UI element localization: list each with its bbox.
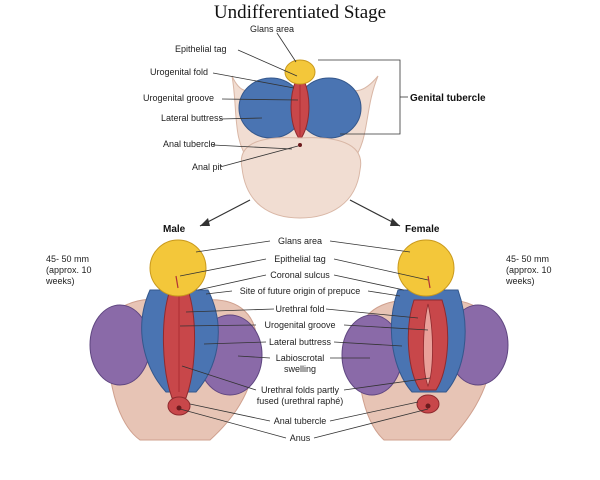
arrowhead-female	[390, 218, 400, 226]
label-b-urethral-raphe: fused (urethral raphé)	[257, 396, 344, 406]
svg-text:(approx. 10: (approx. 10	[506, 265, 552, 275]
heading-male: Male	[163, 224, 186, 235]
heading-female: Female	[405, 224, 440, 235]
leader-b-groove-l	[179, 324, 257, 327]
leader-b-buttress-l	[203, 341, 267, 345]
label-b-swelling: swelling	[284, 364, 316, 374]
leader-b-anal-tubercle-r	[329, 401, 419, 422]
label-b-labioscrotal: Labioscrotal	[276, 353, 325, 363]
label-genital-tubercle: Genital tubercle	[410, 93, 486, 104]
undifferentiated-illustration	[231, 59, 379, 219]
label-b-glans-area: Glans area	[278, 236, 322, 246]
glans-area	[284, 59, 316, 85]
leader-b-groove-r	[343, 324, 429, 331]
leader-b-anus-l	[179, 408, 287, 439]
label-lateral-buttress: Lateral buttress	[161, 113, 224, 123]
label-b-future-prepuce: Site of future origin of prepuce	[240, 286, 361, 296]
leader-b-fold-r	[325, 308, 419, 319]
diagram-title: Undifferentiated Stage	[214, 2, 386, 23]
svg-text:45- 50 mm: 45- 50 mm	[506, 254, 549, 264]
leader-b-raphe-r	[343, 377, 431, 391]
leader-b-anal-tubercle-l	[189, 403, 271, 422]
female-illustration	[341, 239, 509, 441]
label-anal-tubercle: Anal tubercle	[163, 139, 216, 149]
male-anus	[176, 405, 182, 411]
leader-anal-pit	[219, 145, 299, 168]
leader-b-glans-r	[329, 240, 411, 253]
label-b-anal-tubercle: Anal tubercle	[274, 416, 327, 426]
leader-b-prepuce-r	[367, 290, 401, 297]
leader-b-glans-l	[195, 240, 271, 253]
male-epithelial-tag	[175, 275, 179, 289]
female-epithelial-tag	[427, 275, 431, 289]
label-b-urethral-fold: Urethral fold	[275, 304, 324, 314]
label-anal-pit: Anal pit	[192, 162, 223, 172]
age-note-right: 45- 50 mm (approx. 10 weeks)	[505, 254, 552, 286]
female-glans	[397, 239, 455, 297]
label-b-lateral-buttress: Lateral buttress	[269, 337, 332, 347]
leader-b-prepuce-l	[205, 290, 233, 295]
age-note-left: 45- 50 mm (approx. 10 weeks)	[45, 254, 92, 286]
leader-b-sulcus-r	[333, 274, 405, 291]
male-glans	[149, 239, 207, 297]
leader-b-buttress-r	[333, 341, 403, 347]
leader-b-anus-r	[313, 408, 429, 439]
svg-text:weeks): weeks)	[45, 276, 75, 286]
leader-lateral-buttress	[219, 117, 263, 120]
male-labioscrotal-left	[89, 304, 151, 386]
leader-b-tag-l	[179, 258, 267, 277]
label-b-anus: Anus	[290, 433, 311, 443]
leader-anal-tubercle	[212, 144, 293, 150]
leader-urogenital-fold	[212, 72, 295, 89]
leader-glans	[276, 32, 297, 63]
leader-epithelial-tag	[237, 49, 298, 77]
leader-b-sulcus-l	[197, 274, 267, 291]
bottom-labels: Glans area Epithelial tag Coronal sulcus…	[179, 236, 431, 443]
arrowhead-male	[200, 218, 210, 226]
label-b-urethral-folds-fused: Urethral folds partly	[261, 385, 340, 395]
label-glans-area: Glans area	[250, 24, 294, 34]
top-labels: Glans area Epithelial tag Urogenital fol…	[143, 24, 486, 172]
leader-b-fold-l	[185, 308, 275, 313]
leader-urogenital-groove	[221, 98, 299, 101]
label-b-coronal-sulcus: Coronal sulcus	[270, 270, 330, 280]
anal-pit	[298, 143, 302, 147]
label-urogenital-fold: Urogenital fold	[150, 67, 208, 77]
svg-text:weeks): weeks)	[505, 276, 535, 286]
leader-b-labio-l	[237, 355, 271, 359]
label-b-epithelial-tag: Epithelial tag	[274, 254, 326, 264]
label-urogenital-groove: Urogenital groove	[143, 93, 214, 103]
svg-text:45- 50 mm: 45- 50 mm	[46, 254, 89, 264]
label-b-urogenital-groove: Urogenital groove	[264, 320, 335, 330]
female-anus	[425, 403, 431, 409]
buttocks	[240, 137, 362, 219]
label-epithelial-tag: Epithelial tag	[175, 44, 227, 54]
leader-b-tag-r	[333, 258, 429, 281]
svg-text:(approx. 10: (approx. 10	[46, 265, 92, 275]
leader-b-raphe-l	[181, 365, 257, 391]
genital-tubercle-bracket	[388, 59, 401, 135]
male-illustration	[89, 239, 263, 441]
